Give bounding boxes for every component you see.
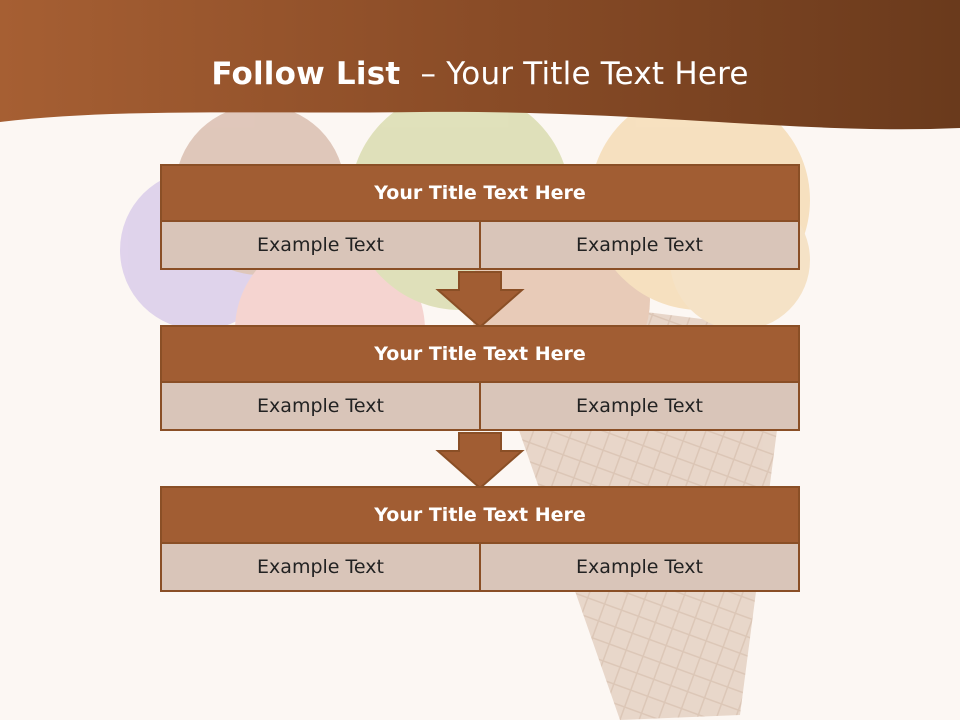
block-title: Your Title Text Here [162, 488, 798, 544]
block-cell-left: Example Text [162, 222, 479, 268]
page-title-rest: – Your Title Text Here [400, 56, 749, 92]
block-cell-right: Example Text [479, 383, 798, 429]
block-row: Example Text Example Text [162, 544, 798, 590]
page-title: Follow List – Your Title Text Here [0, 56, 960, 92]
header-band [0, 0, 960, 130]
block-row: Example Text Example Text [162, 222, 798, 268]
list-block-1: Your Title Text Here Example Text Exampl… [160, 164, 800, 270]
down-arrow-icon [435, 432, 525, 490]
down-arrow-icon [435, 271, 525, 329]
list-block-2: Your Title Text Here Example Text Exampl… [160, 325, 800, 431]
block-cell-left: Example Text [162, 383, 479, 429]
block-cell-right: Example Text [479, 222, 798, 268]
page-title-bold: Follow List [211, 56, 401, 92]
block-cell-left: Example Text [162, 544, 479, 590]
block-title: Your Title Text Here [162, 166, 798, 222]
block-cell-right: Example Text [479, 544, 798, 590]
block-title: Your Title Text Here [162, 327, 798, 383]
block-row: Example Text Example Text [162, 383, 798, 429]
list-block-3: Your Title Text Here Example Text Exampl… [160, 486, 800, 592]
